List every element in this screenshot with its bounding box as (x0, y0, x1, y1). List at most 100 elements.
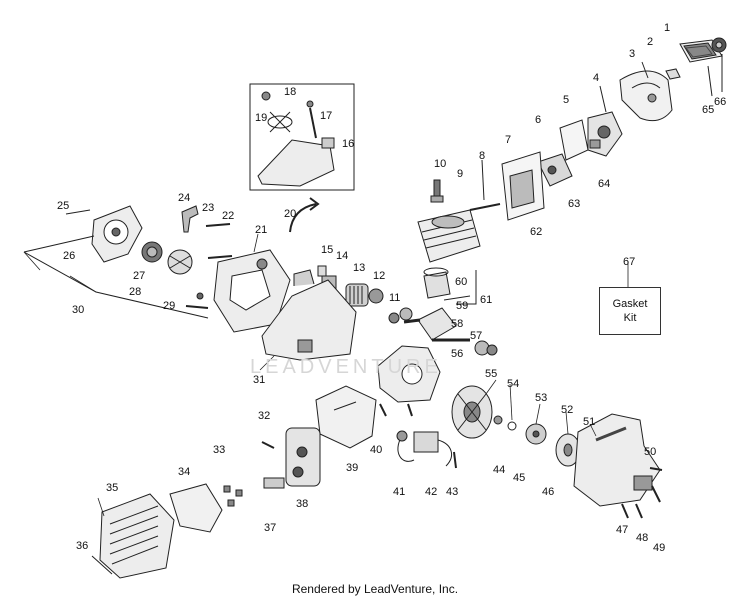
screw-40 (379, 403, 387, 417)
callout-44: 44 (493, 464, 506, 476)
callout-64: 64 (598, 178, 611, 190)
screw-25 (65, 209, 91, 215)
callout-61: 61 (480, 294, 493, 306)
callout-16: 16 (342, 138, 355, 150)
clutch-53 (525, 423, 547, 445)
callout-45: 45 (513, 472, 526, 484)
screw-43 (453, 451, 457, 469)
callout-60: 60 (455, 276, 468, 288)
knob-66 (711, 37, 727, 53)
screw-32 (261, 441, 275, 449)
screw-29 (185, 305, 209, 309)
leader (641, 61, 649, 79)
callout-47: 47 (616, 524, 629, 536)
callout-43: 43 (446, 486, 459, 498)
guard-35 (99, 493, 175, 579)
callout-28: 28 (129, 286, 142, 298)
callout-1: 1 (664, 22, 671, 34)
callout-21: 21 (255, 224, 268, 236)
callout-23: 23 (202, 202, 215, 214)
pulley-28 (167, 249, 193, 275)
callout-8: 8 (479, 150, 486, 162)
insulator-7 (501, 151, 545, 221)
bracket-34 (169, 483, 223, 533)
callout-66: 66 (714, 96, 727, 108)
callout-38: 38 (296, 498, 309, 510)
callout-55: 55 (485, 368, 498, 380)
watermark: LEADVENTURE (250, 356, 442, 378)
clutch-13 (345, 283, 369, 307)
callout-51: 51 (583, 416, 596, 428)
crankcase-56 (377, 345, 441, 403)
gasket-37 (263, 477, 285, 489)
part-15 (317, 265, 327, 277)
callout-5: 5 (563, 94, 570, 106)
ring-60 (423, 267, 449, 277)
flywheel-55 (451, 385, 493, 439)
filter-2 (665, 68, 681, 80)
washer-54 (507, 421, 517, 431)
callout-15: 15 (321, 244, 334, 256)
callout-14: 14 (336, 250, 349, 262)
callout-67: 67 (623, 256, 636, 268)
callout-31: 31 (253, 374, 266, 386)
callout-26: 26 (63, 250, 76, 262)
callout-46: 46 (542, 486, 555, 498)
callout-65: 65 (702, 104, 715, 116)
bolt-8 (469, 203, 501, 211)
air-filter-cover-1 (679, 39, 723, 63)
muffler-38 (285, 427, 321, 487)
crankcase-21 (213, 249, 291, 333)
screw-50 (649, 467, 663, 471)
callout-35: 35 (106, 482, 119, 494)
screw-40b (407, 403, 413, 417)
starter-housing-26 (91, 205, 143, 263)
callout-62: 62 (530, 226, 543, 238)
screw-22 (205, 223, 231, 227)
cylinder-9 (417, 209, 481, 263)
callout-3: 3 (629, 48, 636, 60)
ignition-coil-42 (413, 431, 453, 467)
callout-49: 49 (653, 542, 666, 554)
leader-lines (23, 233, 629, 517)
callout-52: 52 (561, 404, 574, 416)
callout-10: 10 (434, 158, 447, 170)
leader (707, 65, 713, 97)
callout-24: 24 (178, 192, 191, 204)
callout-42: 42 (425, 486, 438, 498)
callout-58: 58 (451, 318, 464, 330)
callout-29: 29 (163, 300, 176, 312)
gasket-5 (559, 119, 589, 161)
callout-25: 25 (57, 200, 70, 212)
intake-6 (537, 153, 573, 187)
callout-40: 40 (370, 444, 383, 456)
carburetor-4 (587, 111, 623, 157)
callout-11: 11 (389, 292, 401, 304)
filter-housing-3 (619, 70, 673, 122)
callout-56: 56 (451, 348, 464, 360)
pin (443, 295, 471, 301)
screw-47 (621, 503, 629, 519)
bearing-11 (399, 307, 413, 321)
callout-18: 18 (284, 86, 297, 98)
boot (396, 430, 408, 442)
callout-27: 27 (133, 270, 146, 282)
fuel-tank-31 (261, 269, 357, 361)
screw-49 (651, 485, 661, 503)
washer-29 (196, 292, 204, 300)
seal (388, 312, 400, 324)
callout-39: 39 (346, 462, 359, 474)
footer-credit: Rendered by LeadVenture, Inc. (291, 582, 459, 596)
crankshaft-58 (403, 307, 470, 342)
shroud-39 (315, 385, 377, 449)
callout-36: 36 (76, 540, 89, 552)
bracket-61 (456, 270, 477, 305)
gasket-kit-label-line2: Kit (623, 312, 637, 324)
callout-63: 63 (568, 198, 581, 210)
callout-34: 34 (178, 466, 191, 478)
callout-7: 7 (505, 134, 512, 146)
callout-48: 48 (636, 532, 649, 544)
handle-24 (181, 205, 199, 233)
